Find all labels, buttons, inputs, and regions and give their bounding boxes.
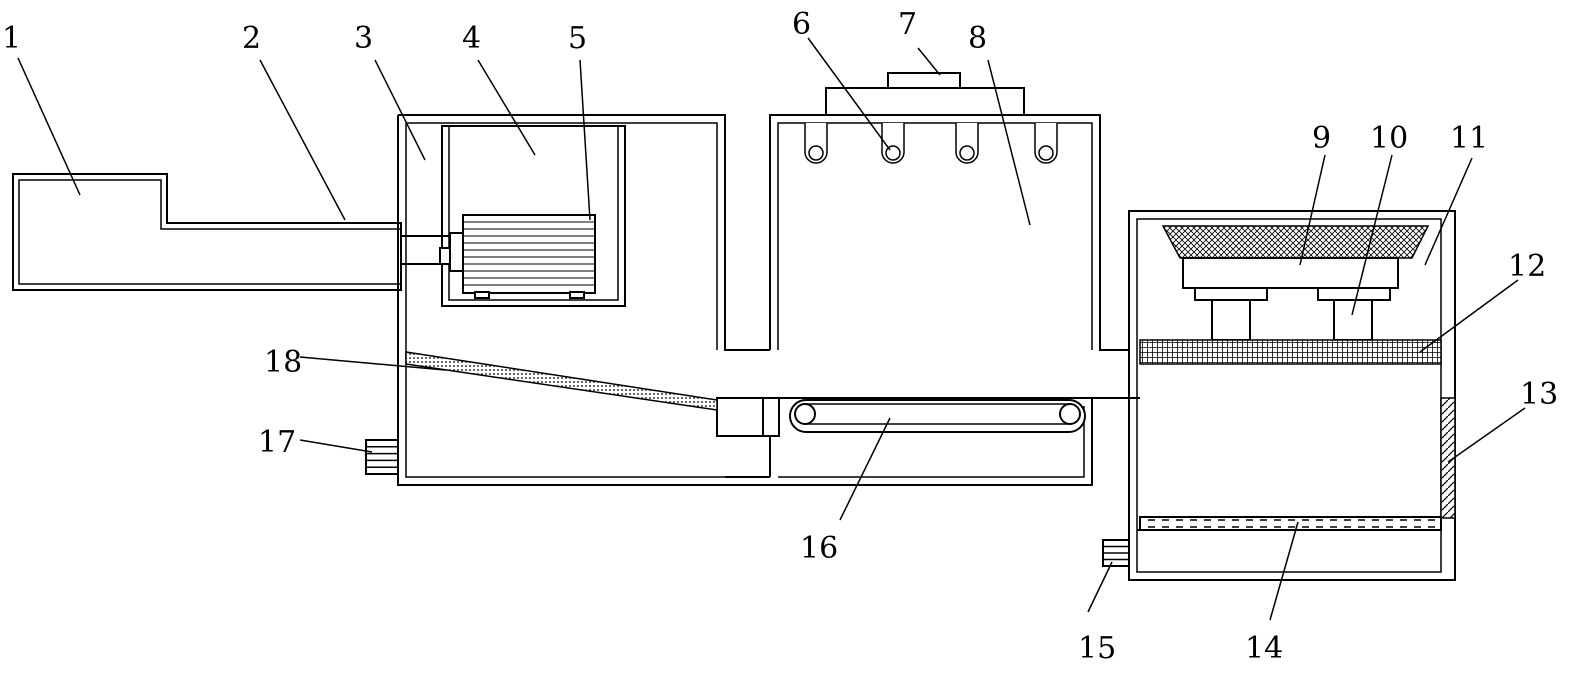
part-label-17: 17 xyxy=(258,425,296,460)
chute-block xyxy=(716,397,780,437)
right-outlet-valve xyxy=(1102,539,1130,567)
part-label-3: 3 xyxy=(354,21,373,56)
left-chamber xyxy=(397,114,770,486)
lower-filter-plate xyxy=(1139,516,1442,531)
part-label-11: 11 xyxy=(1450,121,1488,156)
leader-lines xyxy=(17,37,1526,621)
part-label-5: 5 xyxy=(568,21,587,56)
part-label-4: 4 xyxy=(462,21,481,56)
part-label-2: 2 xyxy=(242,21,261,56)
part-label-14: 14 xyxy=(1245,631,1283,666)
part-label-18: 18 xyxy=(264,345,302,380)
part-label-15: 15 xyxy=(1078,631,1116,666)
motor-housing xyxy=(441,125,626,307)
part-label-1: 1 xyxy=(2,21,21,56)
left-outlet-valve xyxy=(365,439,399,475)
part-label-13: 13 xyxy=(1520,377,1558,412)
part-label-12: 12 xyxy=(1508,249,1546,284)
part-label-10: 10 xyxy=(1370,121,1408,156)
part-label-7: 7 xyxy=(898,7,917,42)
filter-screen xyxy=(1139,339,1442,365)
part-label-8: 8 xyxy=(968,21,987,56)
part-label-6: 6 xyxy=(792,7,811,42)
intake-hopper xyxy=(12,173,402,291)
part-labels: 1 2 3 4 5 6 7 8 9 10 11 12 13 14 15 16 1… xyxy=(2,7,1558,666)
filter-bowl xyxy=(1161,225,1430,341)
part-label-16: 16 xyxy=(800,531,838,566)
part-label-9: 9 xyxy=(1312,121,1331,156)
conveyor-belt xyxy=(789,399,1086,433)
top-cover xyxy=(825,72,1025,116)
motor xyxy=(439,214,596,299)
inclined-screen xyxy=(405,351,718,411)
spray-nozzles xyxy=(804,123,1058,164)
